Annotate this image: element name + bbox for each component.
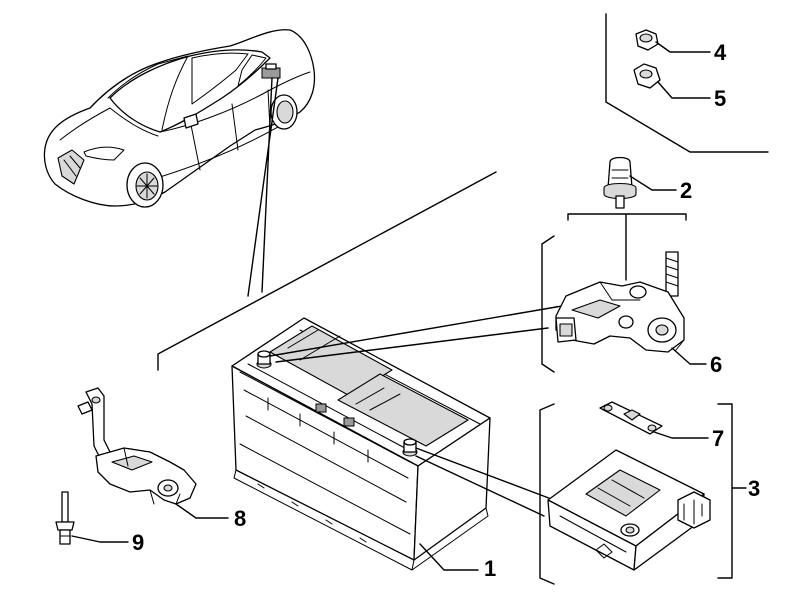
leader-2 bbox=[629, 175, 677, 191]
rivet-icon bbox=[55, 491, 75, 545]
leader-7 bbox=[653, 431, 709, 439]
group-bracket-left-clamp bbox=[541, 235, 555, 373]
callout-1: 1 bbox=[484, 556, 496, 581]
callout-8: 8 bbox=[234, 506, 246, 531]
callout-3: 3 bbox=[748, 476, 760, 501]
battery-terminal-positive bbox=[256, 350, 272, 369]
leader-1 bbox=[419, 543, 479, 571]
battery-terminal-negative bbox=[402, 438, 418, 457]
leader-5 bbox=[657, 81, 711, 99]
battery-icon bbox=[231, 317, 491, 571]
fusebox-to-terminal-leader bbox=[415, 447, 555, 517]
leader-8 bbox=[175, 503, 229, 519]
clamp-to-terminal-leader bbox=[269, 305, 563, 363]
car-leader-line bbox=[247, 77, 279, 297]
callout-5: 5 bbox=[714, 86, 726, 111]
group-bracket-top bbox=[157, 171, 497, 371]
callout-4: 4 bbox=[714, 40, 727, 65]
nut-icon-5 bbox=[633, 63, 661, 89]
callout-2: 2 bbox=[680, 178, 692, 203]
callout-7: 7 bbox=[712, 426, 724, 451]
callout-9: 9 bbox=[132, 530, 144, 555]
battery-bracket-icon bbox=[77, 387, 197, 505]
fuse-link-icon bbox=[599, 401, 663, 435]
fuse-box-icon bbox=[547, 449, 711, 571]
group-bracket-right-top bbox=[605, 13, 769, 153]
terminal-clamp-icon bbox=[555, 251, 685, 353]
callout-6: 6 bbox=[710, 352, 722, 377]
leader-9 bbox=[71, 535, 129, 543]
car-illustration-icon bbox=[43, 29, 316, 208]
group-bracket-clamp bbox=[567, 213, 687, 281]
leader-6 bbox=[671, 347, 707, 365]
nut-icon-4 bbox=[635, 29, 659, 51]
group-bracket-fusebox bbox=[539, 403, 555, 585]
leader-4 bbox=[655, 41, 711, 53]
terminal-cap-icon bbox=[603, 156, 637, 209]
group-bracket-3 bbox=[717, 403, 747, 579]
